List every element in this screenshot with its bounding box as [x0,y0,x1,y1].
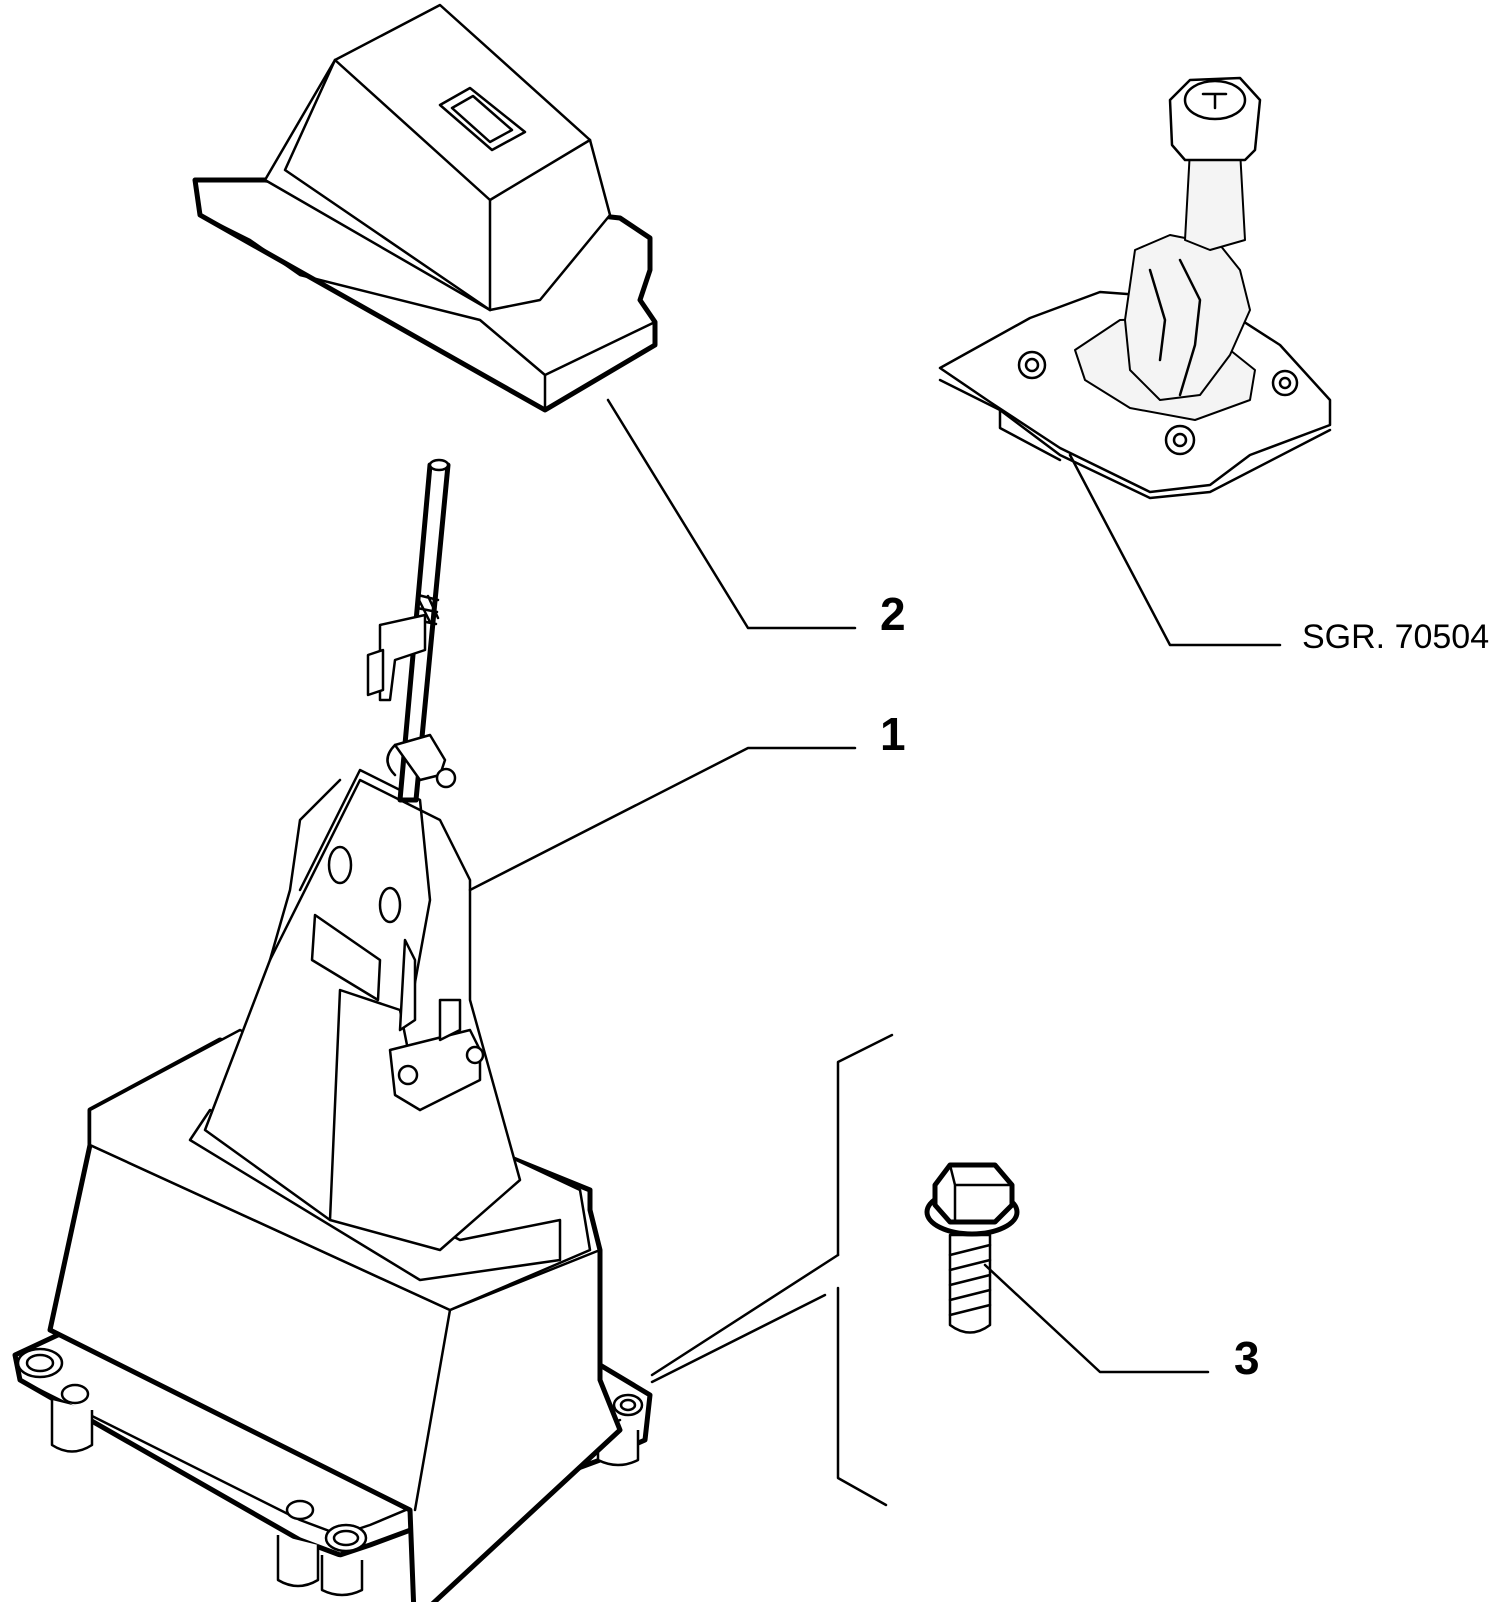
part-2-gear-boot-cover [192,3,658,413]
callout-3: 3 [1234,1332,1260,1384]
leader-part-1 [468,746,857,892]
leader-part-3 [983,1263,1210,1374]
bolt-placement-bracket [650,1033,894,1507]
leader-lines [468,398,1282,1374]
part-3-flange-bolt [924,1162,1020,1334]
callout-1: 1 [880,708,906,760]
leader-reference [1068,453,1282,647]
reference-shift-knob-assembly [938,76,1332,500]
callout-2: 2 [880,588,906,640]
leader-part-2 [606,398,857,630]
callout-reference: SGR. 70504 [1302,618,1489,656]
part-1-gear-selector-housing [12,458,653,1602]
